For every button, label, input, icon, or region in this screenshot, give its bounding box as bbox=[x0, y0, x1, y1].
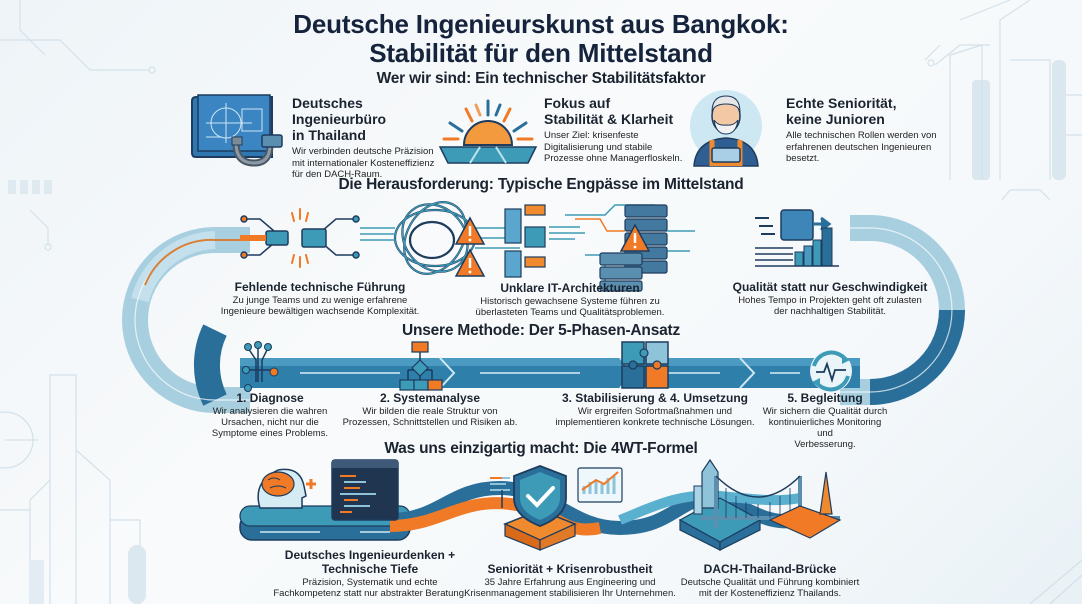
phase-title: 3. Stabilisierung & 4. Umsetzung bbox=[561, 391, 749, 405]
page-title: Deutsche Ingenieurskunst aus Bangkok: St… bbox=[0, 10, 1082, 68]
card-title-line-1: Fokus auf bbox=[544, 95, 611, 111]
challenge-title: Qualität statt nur Geschwindigkeit bbox=[732, 280, 928, 294]
phase-text-line: Wir bilden die reale Struktur von bbox=[362, 406, 498, 417]
formula-title-line-1: Seniorität + Krisenrobustheit bbox=[487, 562, 653, 576]
phase-text-line: Wir sichern die Qualität durch bbox=[762, 406, 888, 417]
phase-stabilisierung-umsetzung: 3. Stabilisierung & 4. Umsetzung Wir erg… bbox=[555, 391, 755, 428]
formula-text-line-2: Krisenmanagement stabilisieren Ihr Unter… bbox=[464, 588, 676, 599]
puzzle-icon bbox=[621, 341, 669, 389]
phase-text-line: Verbesserung. bbox=[794, 439, 856, 450]
title-line-2: Stabilität für den Mittelstand bbox=[369, 38, 713, 68]
section-heading-who: Wer wir sind: Ein technischer Stabilität… bbox=[376, 70, 706, 87]
senior-engineer-icon bbox=[690, 90, 762, 167]
challenge-text-line-1: Hohes Tempo in Projekten geht oft zulast… bbox=[738, 295, 922, 306]
card-description: Unser Ziel: krisenfeste Digitalisierung … bbox=[544, 130, 683, 164]
who-card-engineering-office: Deutsches Ingenieurbüro in Thailand Wir … bbox=[191, 91, 442, 180]
phase-diagnose: 1. Diagnose Wir analysieren die wahren U… bbox=[210, 391, 330, 439]
formula-item-engineering: Deutsches Ingenieurdenken + Technische T… bbox=[215, 548, 525, 599]
challenge-text-line-2: der nachhaltigen Stabilität. bbox=[774, 306, 886, 317]
blueprint-micrometer-icon bbox=[191, 94, 283, 167]
challenge-title: Unklare IT-Architekturen bbox=[500, 281, 640, 295]
phase-text-line: Ursachen, nicht nur die bbox=[221, 417, 319, 428]
title-line-1: Deutsche Ingenieurskunst aus Bangkok: bbox=[293, 9, 789, 39]
challenge-text-line-2: überlasteten Teams und Qualitätsprobleme… bbox=[475, 307, 665, 318]
phase-text-line: kontinuierliches Monitoring und bbox=[768, 417, 882, 439]
formula-item-bridge: DACH-Thailand-Brücke Deutsche Qualität u… bbox=[650, 562, 890, 599]
formula-illustration bbox=[239, 458, 842, 551]
challenge-text-line-1: Historisch gewachsene Systeme führen zu bbox=[480, 296, 660, 307]
formula-text-line-1: Deutsche Qualität und Führung kombiniert bbox=[680, 577, 860, 588]
phase-title: 1. Diagnose bbox=[236, 391, 304, 405]
section-heading-method: Unsere Methode: Der 5-Phasen-Ansatz bbox=[401, 322, 681, 339]
section-heading-formula: Was uns einzigartig macht: Die 4WT-Forme… bbox=[384, 440, 698, 457]
server-architecture-icon bbox=[504, 204, 695, 292]
who-card-focus: Fokus auf Stabilität & Klarheit Unser Zi… bbox=[438, 91, 690, 166]
formula-text-line-1: Präzision, Systematik und echte bbox=[302, 577, 438, 588]
monitoring-cycle-icon bbox=[810, 350, 852, 392]
phase-text-line: Prozessen, Schnittstellen und Risiken ab… bbox=[342, 417, 518, 428]
formula-item-seniority: Seniorität + Krisenrobustheit 35 Jahre E… bbox=[440, 562, 700, 599]
phase-text-line: Symptome eines Problems. bbox=[211, 428, 329, 439]
formula-title-line-2: Technische Tiefe bbox=[321, 562, 419, 576]
phase-text-line: Wir analysieren die wahren bbox=[212, 406, 328, 417]
card-title-line-1: Echte Seniorität, bbox=[786, 95, 897, 111]
formula-title-line-1: Deutsches Ingenieurdenken + bbox=[284, 548, 456, 562]
card-title-line-2: keine Junioren bbox=[786, 111, 885, 127]
card-title-line-1: Deutsches Ingenieurbüro bbox=[292, 95, 387, 127]
challenge-item-quality: Qualität statt nur Geschwindigkeit Hohes… bbox=[700, 280, 960, 317]
challenge-title: Fehlende technische Führung bbox=[234, 280, 406, 294]
phase-title: 2. Systemanalyse bbox=[379, 391, 481, 405]
section-heading-challenge: Die Herausforderung: Typische Engpässe i… bbox=[338, 176, 744, 193]
flowchart-icon bbox=[399, 341, 443, 391]
formula-text-line-1: 35 Jahre Erfahrung aus Engineering und bbox=[484, 577, 656, 588]
tangled-architecture-icon bbox=[360, 201, 520, 277]
broken-connector-icon bbox=[240, 208, 360, 268]
sunrise-icon bbox=[438, 99, 538, 164]
phase-begleitung: 5. Begleitung Wir sichern die Qualität d… bbox=[760, 391, 890, 450]
card-description: Wir verbinden deutsche Präzision mit int… bbox=[292, 146, 435, 180]
phase-title: 5. Begleitung bbox=[787, 391, 863, 405]
formula-title-line-1: DACH-Thailand-Brücke bbox=[703, 562, 837, 576]
card-description: Alle technischen Rollen werden von erfah… bbox=[786, 130, 937, 164]
formula-text-line-2: mit der Kosteneffizienz Thailands. bbox=[698, 588, 842, 599]
circuit-diagnose-icon bbox=[242, 341, 279, 392]
challenge-text-line-1: Zu junge Teams und zu wenige erfahrene bbox=[232, 295, 408, 306]
phase-systemanalyse: 2. Systemanalyse Wir bilden die reale St… bbox=[340, 391, 520, 428]
challenge-item-architecture: Unklare IT-Architekturen Historisch gewa… bbox=[440, 281, 700, 318]
challenge-text-line-2: Ingenieure bewältigen wachsende Komplexi… bbox=[220, 306, 420, 317]
speed-vs-quality-icon bbox=[755, 209, 839, 267]
phase-text-line: implementieren konkrete technische Lösun… bbox=[555, 417, 755, 428]
formula-text-line-2: Fachkompetenz statt nur abstrakter Berat… bbox=[273, 588, 467, 599]
who-card-seniority: Echte Seniorität, keine Junioren Alle te… bbox=[686, 86, 937, 167]
phase-text-line: Wir ergreifen Sofortmaßnahmen und bbox=[577, 406, 733, 417]
card-title-line-2: Stabilität & Klarheit bbox=[544, 111, 674, 127]
card-title-line-2: in Thailand bbox=[292, 127, 366, 143]
challenge-item-leadership: Fehlende technische Führung Zu junge Tea… bbox=[180, 280, 460, 317]
